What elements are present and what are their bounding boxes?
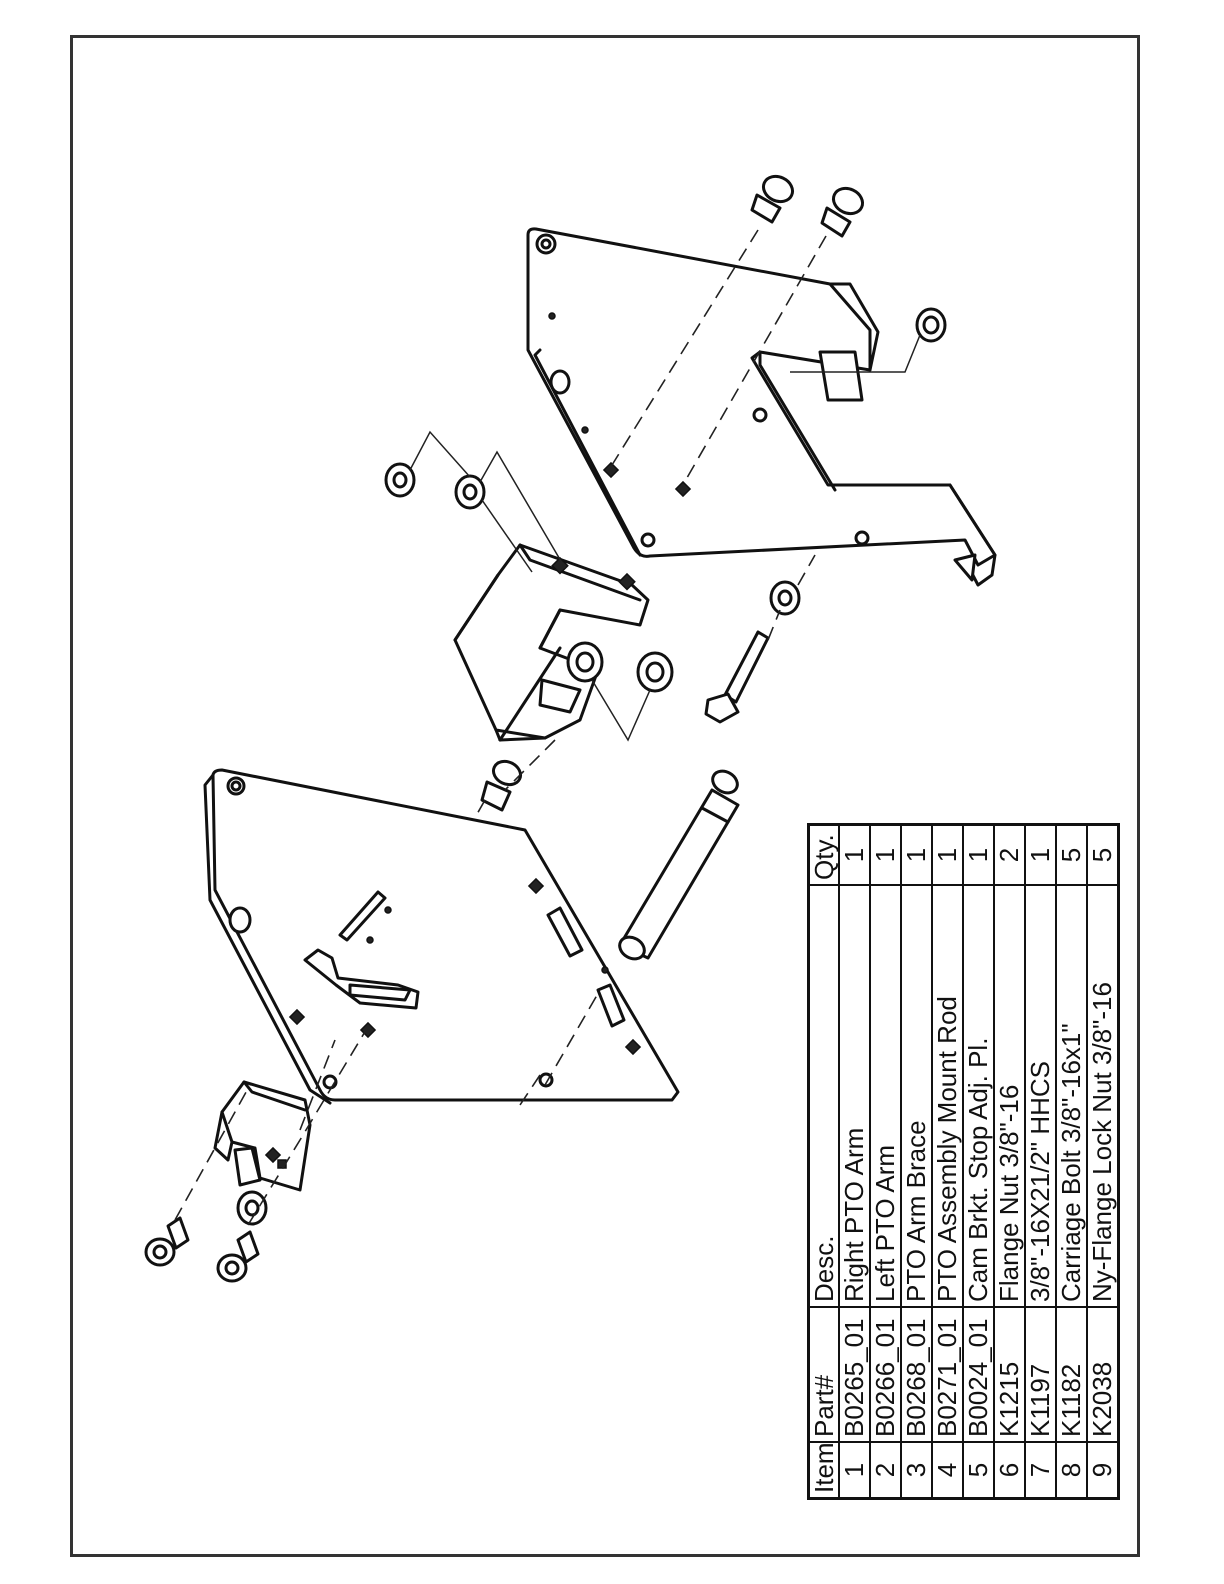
- header-item: Item#: [808, 1442, 839, 1499]
- pto-assembly-mount-rod: [618, 769, 740, 961]
- cell-item: 7: [1024, 1442, 1056, 1499]
- header-part: Part#: [808, 1307, 839, 1442]
- table-row: 4 B0271_01 PTO Assembly Mount Rod 1: [931, 824, 963, 1499]
- cell-item: 2: [869, 1442, 901, 1499]
- table-row: 1 B0265_01 Right PTO Arm 1: [839, 824, 870, 1499]
- header-desc: Desc.: [808, 885, 839, 1307]
- carriage-bolt-top-right-2: [820, 186, 865, 238]
- pto-arm-brace: [453, 543, 650, 742]
- cell-qty: 1: [839, 824, 870, 885]
- cell-desc: Flange Nut 3/8"-16: [993, 885, 1025, 1307]
- cell-desc: Right PTO Arm: [839, 885, 870, 1307]
- cell-item: 5: [962, 1442, 994, 1499]
- table-row: 5 B0024_01 Cam Brkt. Stop Adj. Pl. 1: [962, 824, 994, 1499]
- lock-nut-near-hhcs: [769, 580, 801, 616]
- cell-qty: 1: [900, 824, 932, 885]
- cell-part: B0024_01: [962, 1307, 994, 1442]
- cell-part: B0266_01: [869, 1307, 901, 1442]
- cell-qty: 1: [962, 824, 994, 885]
- cell-qty: 1: [1024, 824, 1056, 885]
- table-row: 2 B0266_01 Left PTO Arm 1: [869, 824, 901, 1499]
- cell-desc: Ny-Flange Lock Nut 3/8"-16: [1086, 885, 1119, 1307]
- parts-table: Item# Part# Desc. Qty. 1 B0265_01 Right …: [807, 823, 1120, 1500]
- cell-item: 3: [900, 1442, 932, 1499]
- carriage-bolt-left-2: [216, 1230, 260, 1283]
- cell-desc: PTO Arm Brace: [900, 885, 932, 1307]
- cell-desc: 3/8"-16X21/2" HHCS: [1024, 885, 1056, 1307]
- carriage-bolt-middle: [480, 759, 523, 812]
- cell-part: K1215: [993, 1307, 1025, 1442]
- cell-item: 1: [839, 1442, 870, 1499]
- cell-part: B0265_01: [839, 1307, 870, 1442]
- lock-nut-right-arm: [915, 307, 947, 343]
- cell-item: 6: [993, 1442, 1025, 1499]
- cam-bracket-stop-adj-plate: [303, 890, 420, 1010]
- bracket-lower-left: [213, 1080, 312, 1192]
- cell-desc: Carriage Bolt 3/8"-16x1": [1055, 885, 1087, 1307]
- header-qty: Qty.: [808, 824, 839, 885]
- cell-part: K1182: [1055, 1307, 1087, 1442]
- parts-table-container: Item# Part# Desc. Qty. 1 B0265_01 Right …: [807, 823, 1120, 1500]
- table-row: 6 K1215 Flange Nut 3/8"-16 2: [993, 824, 1025, 1499]
- carriage-bolt-left-1: [144, 1216, 190, 1267]
- cell-item: 8: [1055, 1442, 1087, 1499]
- table-row: 7 K1197 3/8"-16X21/2" HHCS 1: [1024, 824, 1056, 1499]
- carriage-bolt-top-right-1: [750, 174, 795, 224]
- lock-nut-left: [236, 1190, 268, 1226]
- drawing-frame: [70, 35, 1140, 1557]
- cell-part: B0271_01: [931, 1307, 963, 1442]
- cell-item: 9: [1086, 1442, 1119, 1499]
- cell-desc: Cam Brkt. Stop Adj. Pl.: [962, 885, 994, 1307]
- cell-desc: Left PTO Arm: [869, 885, 901, 1307]
- table-row: 8 K1182 Carriage Bolt 3/8"-16x1" 5: [1055, 824, 1087, 1499]
- cell-qty: 5: [1055, 824, 1087, 885]
- cell-qty: 5: [1086, 824, 1119, 885]
- table-row: 9 K2038 Ny-Flange Lock Nut 3/8"-16 5: [1086, 824, 1119, 1499]
- hex-head-cap-screw: [704, 630, 770, 724]
- cell-part: B0268_01: [900, 1307, 932, 1442]
- cell-qty: 1: [931, 824, 963, 885]
- cell-item: 4: [931, 1442, 963, 1499]
- nut-above-brace-2: [454, 474, 486, 510]
- cell-desc: PTO Assembly Mount Rod: [931, 885, 963, 1307]
- right-pto-arm: [526, 227, 997, 587]
- flange-nut-2: [636, 651, 674, 693]
- nut-above-brace-1: [384, 462, 416, 498]
- flange-nut-1: [566, 641, 604, 683]
- table-header-row: Item# Part# Desc. Qty.: [808, 824, 839, 1499]
- table-row: 3 B0268_01 PTO Arm Brace 1: [900, 824, 932, 1499]
- cell-part: K2038: [1086, 1307, 1119, 1442]
- cell-part: K1197: [1024, 1307, 1056, 1442]
- left-pto-arm: [203, 768, 680, 1105]
- cell-qty: 2: [993, 824, 1025, 885]
- cell-qty: 1: [869, 824, 901, 885]
